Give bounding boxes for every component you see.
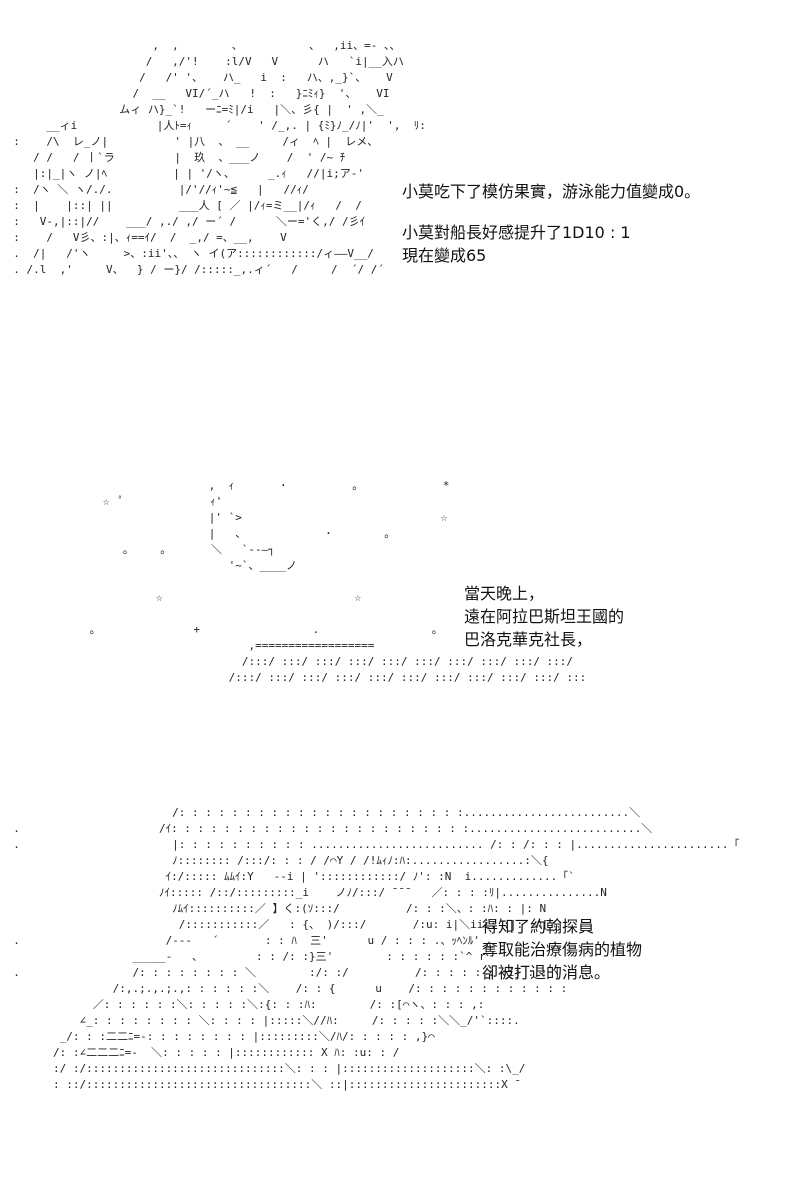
caption-line: 小莫對船長好感提升了1D10 : 1 <box>402 223 631 242</box>
caption-line: 現在變成65 <box>402 246 487 265</box>
caption-paragraph: 當天晚上， 遠在阿拉巴斯坦王國的 巴洛克華克社長， <box>464 582 624 651</box>
panel-1: , , 、 、 ,ii、=- 、、 / ,/'! :l/V V ハ `i|__入… <box>0 30 800 320</box>
ascii-art-night-sky: , ｨ ･ 。 * ☆ ﾟ ｨ' |' `> ☆ | 、 ･ 。 <box>89 479 587 684</box>
ascii-art-scene-1: , , 、 、 ,ii、=- 、、 / ,/'! :l/V V ハ `i|__入… <box>13 39 426 276</box>
caption-line: 得知了約翰探員 <box>482 917 595 936</box>
caption-paragraph: 小莫對船長好感提升了1D10 : 1 現在變成65 <box>402 221 700 267</box>
caption-line: 當天晚上， <box>464 584 545 603</box>
caption-line: 巴洛克華克社長， <box>464 630 593 649</box>
panel-2: , ｨ ･ 。 * ☆ ﾟ ｨ' |' `> ☆ | 、 ･ 。 <box>0 470 800 720</box>
caption-line: 小莫吃下了模仿果實，游泳能力值變成0。 <box>402 182 701 201</box>
caption-paragraph: 得知了約翰探員 奪取能治療傷病的植物 卻被打退的消息。 <box>482 915 642 984</box>
caption-line: 卻被打退的消息。 <box>482 963 611 982</box>
caption-1: 小莫吃下了模仿果實，游泳能力值變成0。 小莫對船長好感提升了1D10 : 1 現… <box>402 180 700 267</box>
caption-3: 得知了約翰探員 奪取能治療傷病的植物 卻被打退的消息。 <box>482 915 642 984</box>
caption-line: 奪取能治療傷病的植物 <box>482 940 643 959</box>
caption-paragraph: 小莫吃下了模仿果實，游泳能力值變成0。 <box>402 180 700 203</box>
panel-3: /: : : : : : : : : : : : : : : : : : : :… <box>0 800 800 1150</box>
caption-2: 當天晚上， 遠在阿拉巴斯坦王國的 巴洛克華克社長， <box>464 582 624 651</box>
caption-line: 遠在阿拉巴斯坦王國的 <box>464 607 625 626</box>
ascii-art-scene-3: /: : : : : : : : : : : : : : : : : : : :… <box>13 806 740 1091</box>
